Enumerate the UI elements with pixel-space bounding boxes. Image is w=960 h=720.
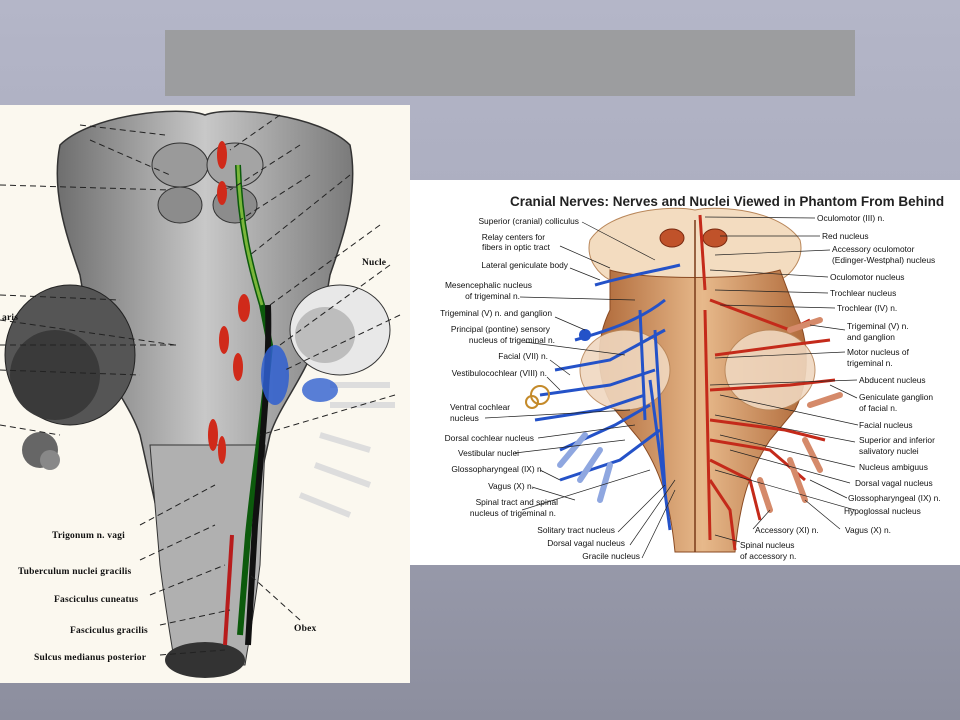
label-mesencephalic-nucleus: Mesencephalic nucleus [445, 280, 532, 290]
label-abducent-nucleus: Abducent nucleus [859, 375, 926, 385]
label-relay-centers: Relay centers for [482, 232, 545, 242]
label-trochlear-nucleus: Trochlear nucleus [830, 288, 896, 298]
label-superior-colliculus: Superior (cranial) colliculus [478, 216, 579, 226]
left-brainstem-illustration: Nucle aris Trigonum n. vagi Tuberculum n… [0, 105, 410, 683]
label-and-ganglion: and ganglion [847, 332, 895, 342]
label-spinal-tract: Spinal tract and spinal [476, 497, 558, 507]
label-glossopharyngeal-left: Glossopharyngeal (IX) n. [451, 464, 544, 474]
label-motor-trigeminal: trigeminal n. [847, 358, 893, 368]
label-facial-n: Facial (VII) n. [498, 351, 548, 361]
label-salivatory: Superior and inferior [859, 435, 935, 445]
label-nucleus-of-trigeminal: nucleus of trigeminal n. [469, 335, 555, 345]
label-vagus-right: Vagus (X) n. [845, 525, 891, 535]
left-label-fasciculus-gracilis: Fasciculus gracilis [70, 626, 148, 636]
label-motor-nucleus: Motor nucleus of [847, 347, 909, 357]
label-optic-tract: fibers in optic tract [482, 242, 550, 252]
label-edinger-westphal: (Edinger-Westphal) nucleus [832, 255, 935, 265]
label-facial-nucleus: Facial nucleus [859, 420, 913, 430]
label-hypoglossal-nucleus: Hypoglossal nucleus [844, 506, 921, 516]
label-gracile-nucleus: Gracile nucleus [582, 551, 640, 561]
label-ventral-cochlear-nucleus: nucleus [450, 413, 479, 423]
label-accessory-oculomotor: Accessory oculomotor [832, 244, 914, 254]
label-solitary-tract: Solitary tract nucleus [537, 525, 615, 535]
left-label-sulcus: Sulcus medianus posterior [34, 653, 146, 663]
left-label-trigonum: Trigonum n. vagi [52, 531, 125, 541]
slide-title-placeholder [165, 30, 855, 96]
right-figure-title: Cranial Nerves: Nerves and Nuclei Viewed… [510, 194, 944, 209]
left-label-tuberculum: Tuberculum nuclei gracilis [18, 567, 131, 577]
label-trochlear-n: Trochlear (IV) n. [837, 303, 897, 313]
label-oculomotor-nucleus: Oculomotor nucleus [830, 272, 904, 282]
label-salivatory-nuclei: salivatory nuclei [859, 446, 919, 456]
label-dorsal-cochlear: Dorsal cochlear nucleus [445, 433, 534, 443]
label-vestibular-nuclei: Vestibular nuclei [458, 448, 519, 458]
left-label-nucle: Nucle [362, 258, 386, 268]
left-label-fasciculus-cuneatus: Fasciculus cuneatus [54, 595, 138, 605]
label-of-trigeminal: of trigeminal n. [465, 291, 520, 301]
label-vestibulocochlear: Vestibulocochlear (VIII) n. [452, 368, 547, 378]
label-nucleus-ambiguus: Nucleus ambiguus [859, 462, 928, 472]
label-trigeminal-n-right: Trigeminal (V) n. [847, 321, 909, 331]
label-lateral-geniculate: Lateral geniculate body [481, 260, 568, 270]
label-red-nucleus: Red nucleus [822, 231, 869, 241]
right-cranial-nerves-illustration: Cranial Nerves: Nerves and Nuclei Viewed… [410, 180, 960, 565]
label-oculomotor-n: Oculomotor (III) n. [817, 213, 884, 223]
label-dorsal-vagal-right: Dorsal vagal nucleus [855, 478, 933, 488]
left-label-obex: Obex [294, 624, 316, 634]
label-trigeminal-ganglion: Trigeminal (V) n. and ganglion [440, 308, 552, 318]
label-geniculate-ganglion: Geniculate ganglion [859, 392, 933, 402]
label-of-accessory-n: of accessory n. [740, 551, 796, 561]
label-of-facial-n: of facial n. [859, 403, 897, 413]
label-dorsal-vagal-left: Dorsal vagal nucleus [547, 538, 625, 548]
label-spinal-nucleus-trigeminal: nucleus of trigeminal n. [470, 508, 556, 518]
label-principal-sensory: Principal (pontine) sensory [451, 324, 550, 334]
label-spinal-nucleus: Spinal nucleus [740, 540, 794, 550]
label-vagus-left: Vagus (X) n. [488, 481, 534, 491]
label-glossopharyngeal-right: Glossopharyngeal (IX) n. [848, 493, 941, 503]
label-ventral-cochlear: Ventral cochlear [450, 402, 510, 412]
left-label-aris: aris [2, 313, 18, 323]
label-accessory-n: Accessory (XI) n. [755, 525, 819, 535]
